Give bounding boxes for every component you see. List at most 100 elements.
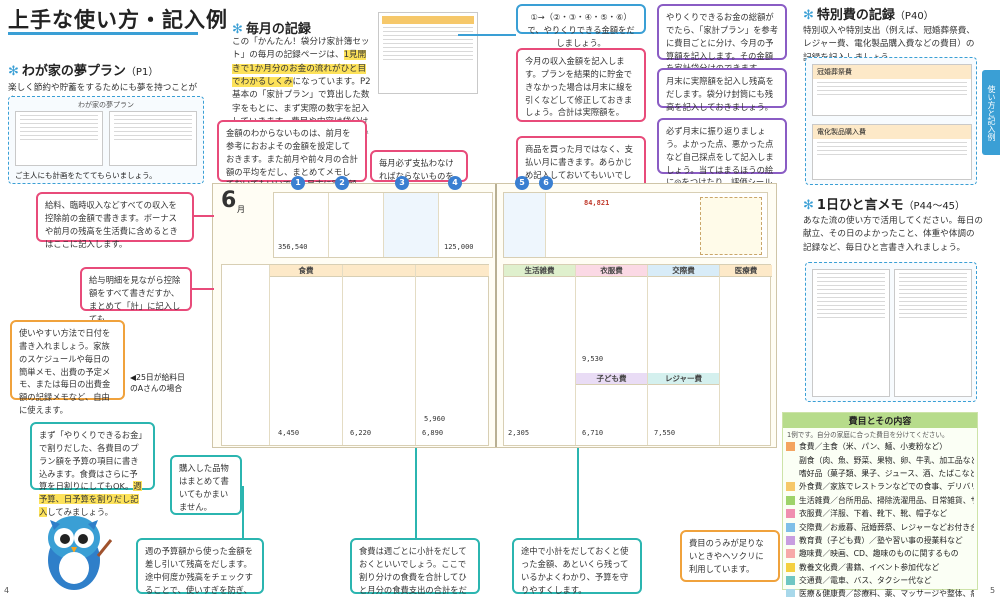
daily-ledger-left: 食費 4,450 6,220 6,890 <box>221 264 489 446</box>
callout-subtotal: 途中で小計をだしておくと使った金額、あといくら残っているかよくわかり、予算を守り… <box>512 538 642 595</box>
connector-line <box>415 448 417 538</box>
step-badge-5: 5 <box>515 176 529 190</box>
legend-label: 食費／主食（米、パン、麺、小麦粉など） <box>799 442 948 452</box>
callout-month-end: 月末に実際額を記入し残高をだします。袋分け封筒にも残高を記入しておきましょう。 <box>657 68 787 112</box>
color-swatch <box>786 509 795 519</box>
step-badge-2: 2 <box>335 176 349 190</box>
gear-icon: ✻ <box>8 64 19 79</box>
callout-purchase: 購入した品物はまとめて書いてもかまいません。 <box>170 455 242 515</box>
total-3: 6,890 <box>422 429 444 437</box>
color-swatch <box>786 549 795 559</box>
callout-steps: ①→（②・③・④・⑤・⑥）で、やりくりできる金額をだしましょう。 <box>516 4 646 48</box>
callout-unknown-amount: 金額のわからないものは、前月を参考におおよその金額を設定しておきます。また前月や… <box>217 120 367 202</box>
budget-summary-block: 84,821 <box>503 192 768 258</box>
memo-thumbnail <box>805 262 977 402</box>
callout-usage-tip: 使いやすい方法で日付を書き入れましょう。家族のスケジュールや毎日の簡単メモ、出費… <box>10 320 125 415</box>
total-5: 6,710 <box>582 429 604 437</box>
title-underline <box>8 32 198 35</box>
dream-plan-caption: ご主人にも計画をたててもらいましょう。 <box>15 171 157 180</box>
legend-item: 教養文化費／書籍、イベント参加代など <box>786 561 974 574</box>
step-badge-1: 1 <box>291 176 305 190</box>
callout-daily-budget: まず「やりくりできるお金」で割りだした、各費目のプラン額を予算の項目に書き込みま… <box>30 422 155 518</box>
step-badge-3: 3 <box>395 176 409 190</box>
reflection-box <box>700 197 762 255</box>
callout-income-detail: 給料、臨時収入などすべての収入を控除前の金額で書きます。ボーナスや前月の残高を生… <box>36 192 194 249</box>
legend-label: 生活雑費／台所用品、掃除洗濯用品、日常雑貨、サニタリー用品など <box>799 495 974 505</box>
salary-note: ◀25日が給料日のAさんの場合 <box>130 373 185 393</box>
total-7: 5,960 <box>424 415 446 423</box>
legend-item: 食費／主食（米、パン、麺、小麦粉など） <box>786 440 974 453</box>
callout-income-memo: 今月の収入金額を記入します。プランを結果的に貯金できなかった場合は月末に線を引く… <box>516 48 646 122</box>
legend-item: 教育費（子ども費）／塾や習い事の授業料など <box>786 534 974 547</box>
book-month: 6 <box>221 188 237 213</box>
legend-item: 医療＆健康費／診療料、薬、マッサージや整体、病院への交通費など <box>786 587 974 597</box>
budget-total: 84,821 <box>584 199 610 207</box>
page-number-right: 5 <box>990 586 996 595</box>
dream-plan-thumb-title: わが家の夢プラン <box>78 101 134 109</box>
legend-label: 衣服費／洋服、下着、靴下、靴、帽子など <box>799 509 948 519</box>
monthly-thumbnail <box>378 12 478 94</box>
color-swatch <box>786 589 795 597</box>
special-thumb-2: 電化製品購入費 <box>812 124 972 180</box>
color-swatch <box>786 482 795 492</box>
memo-body: あなた流の使い方で活用してください。毎日の献立、その日のよかったこと、体重や体調… <box>803 216 983 253</box>
column-header-clothes: 衣服費 <box>576 265 647 277</box>
total-2: 6,220 <box>350 429 372 437</box>
step-badge-6: 6 <box>539 176 553 190</box>
callout-food-total: 食費は週ごとに小計をだしておくといいでしょう。ここで割り分けの食費を合計してひと… <box>350 538 480 595</box>
dream-plan-heading: ✻わが家の夢プラン（P1） <box>8 64 159 79</box>
legend-item: 嗜好品（菓子類、果子、ジュース、酒、たばこなど） <box>786 467 974 480</box>
legend-item: 交際費／お歳暮、冠婚葬祭、レジャーなどお付き合いに関係するもの <box>786 520 974 533</box>
color-swatch <box>786 522 795 532</box>
book-month-unit: 月 <box>237 205 245 214</box>
daily-ledger-right: 生活雑費 衣服費 子ども費 交際費 レジャー費 医療費 2,305 9,530 … <box>424 264 772 446</box>
connector-line <box>192 288 214 290</box>
memo-section: ✻1日ひと言メモ（P44〜45） あなた流の使い方で活用してください。毎日の献立… <box>803 194 983 255</box>
legend-item: 衣服費／洋服、下着、靴下、靴、帽子など <box>786 507 974 520</box>
book-spine <box>495 184 497 447</box>
side-tab[interactable]: 使い方と記入例 <box>982 70 1000 155</box>
callout-savings: やりくりできるお金の総額がでたら、「家計プラン」を参考に費目ごとに分け、今月の予… <box>657 4 787 99</box>
column-header-daily: 生活雑費 <box>504 265 575 277</box>
dream-plan-thumb-right <box>109 111 197 166</box>
column-header-leisure: レジャー費 <box>648 373 719 385</box>
color-swatch <box>786 469 795 478</box>
monthly-section: ✻毎月の記録 <box>232 18 372 37</box>
color-swatch <box>786 442 795 452</box>
column-header-kids: 子ども費 <box>576 373 647 385</box>
legend-subtitle: 1例です。自分の家庭に合った費目を分けてください。 <box>787 431 949 439</box>
total-8: 2,305 <box>508 429 530 437</box>
legend-label: 教育費（子ども費）／塾や習い事の授業料など <box>799 535 963 545</box>
income-total: 356,540 <box>278 243 308 251</box>
income-summary-block: 356,540 125,000 <box>273 192 493 258</box>
legend-label: 交際費／お歳暮、冠婚葬祭、レジャーなどお付き合いに関係するもの <box>799 522 974 532</box>
special-heading: ✻特別費の記録（P40） <box>803 8 934 23</box>
legend-label: 外食費／家族でレストランなどでの食事、デリバリーの食事など <box>799 482 974 492</box>
legend-item: 外食費／家族でレストランなどでの食事、デリバリーの食事など <box>786 480 974 493</box>
color-swatch <box>786 535 795 545</box>
page-number-left: 4 <box>4 586 10 595</box>
legend-label: 医療＆健康費／診療料、薬、マッサージや整体、病院への交通費など <box>799 589 974 597</box>
legend-item: 生活雑費／台所用品、掃除洗濯用品、日常雑貨、サニタリー用品など <box>786 494 974 507</box>
color-swatch <box>786 456 795 465</box>
color-swatch <box>786 495 795 505</box>
connector-line <box>194 215 214 217</box>
gear-icon: ✻ <box>803 8 814 23</box>
legend-item: 副食（肉、魚、野菜、果物、卵、牛乳、加工品など） <box>786 453 974 466</box>
column-header-food: 食費 <box>270 265 342 277</box>
legend-title: 費目とその内容 <box>783 413 977 428</box>
total-1: 4,450 <box>278 429 300 437</box>
step-badge-4: 4 <box>448 176 462 190</box>
owl-mascot-icon <box>48 516 112 590</box>
color-swatch <box>786 562 795 572</box>
page-title: 上手な使い方・記入例 <box>8 8 228 32</box>
household-book-spread: 6 月 1 2 3 4 5 6 356,540 125,000 84,821 食… <box>212 176 777 448</box>
total-6: 7,550 <box>654 429 676 437</box>
callout-weekly: 週の予算額から使った金額を差し引いて残高をだします。途中何度か残高をチェックする… <box>136 538 264 595</box>
gear-icon: ✻ <box>232 22 243 37</box>
column-header-social: 交際費 <box>648 265 719 277</box>
callout-payslip: 給与明細を見ながら控除額をすべて書きだすか、まとめて「計」に記入しても。 <box>80 267 192 324</box>
special-thumbnail: 冠婚葬祭費 電化製品購入費 <box>805 57 977 185</box>
legend-label: 趣味費／映画、CD、趣味のものに関するもの <box>799 549 959 559</box>
callout-reflect: 必ず月末に振り返りましょう。よかった点、悪かった点など自己採点をして記入しましょ… <box>657 118 787 200</box>
